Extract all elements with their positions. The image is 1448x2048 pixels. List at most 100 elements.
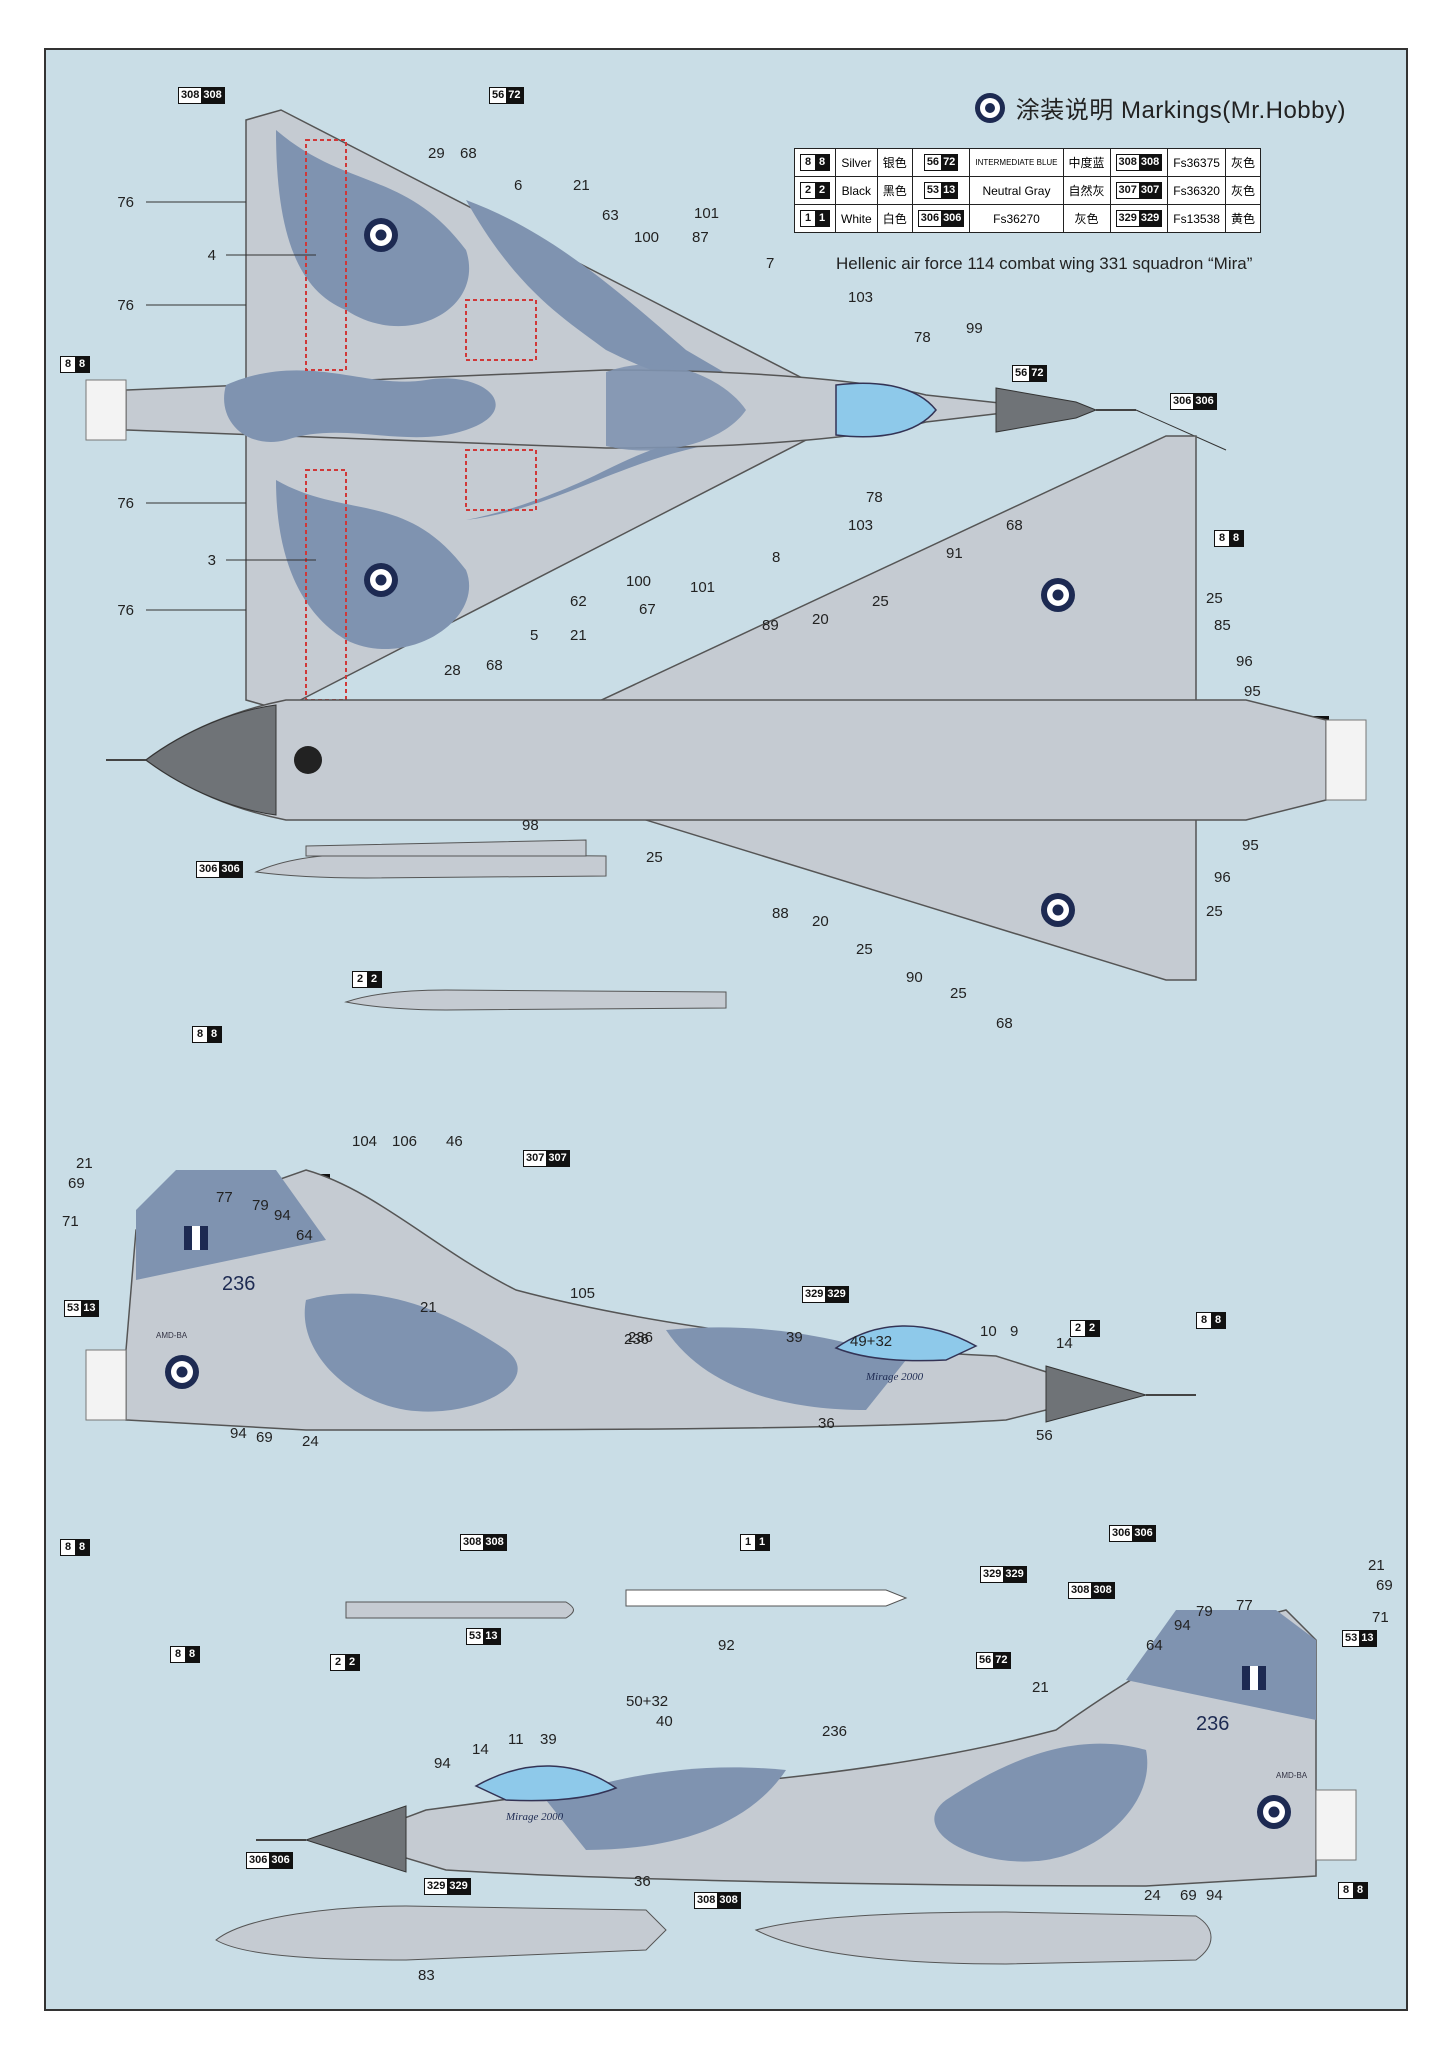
callout-label: 94 (274, 1207, 291, 1224)
callout-label: 77 (1236, 1597, 1253, 1614)
top-view: 76 76 76 76 4 3 29 68 6 21 63 101 100 87… (85, 109, 1227, 711)
header: 涂装说明 Markings(Mr.Hobby) (974, 90, 1346, 125)
callout-label: 25 (872, 593, 889, 610)
fin-code: AMD-BA (1276, 1771, 1308, 1780)
callout-label: 78 (866, 489, 883, 506)
callout-label: 36 (818, 1415, 835, 1432)
callout-label: 96 (1236, 653, 1253, 670)
callout-label: 95 (1242, 837, 1259, 854)
callout-label: 21 (76, 1155, 93, 1172)
callout-label: 104 (352, 1133, 377, 1150)
callout-label: 4 (208, 247, 216, 264)
callout-label: 5 (530, 627, 538, 644)
callout-label: 103 (848, 289, 873, 306)
callout-label: 88 (772, 905, 789, 922)
callout-label: 10 (980, 1323, 997, 1340)
legend-name: Fs36270 (969, 204, 1064, 233)
callout-label: 21 (1032, 1679, 1049, 1696)
callout-label: 68 (1006, 517, 1023, 534)
callout-label: 39 (786, 1329, 803, 1346)
callout-label: 40 (656, 1713, 673, 1730)
legend-cn: 自然灰 (1062, 176, 1111, 205)
callout-label: 94 (434, 1755, 451, 1772)
callout-label: 56 (1036, 1427, 1053, 1444)
callout-label: 20 (812, 913, 829, 930)
callout-label: 87 (692, 229, 709, 246)
callout-label: 236 (822, 1723, 847, 1740)
legend-cn: 灰色 (1062, 204, 1111, 233)
callout-label: 99 (966, 320, 983, 337)
callout-label: 64 (1146, 1637, 1163, 1654)
callout-label: 21 (1368, 1557, 1385, 1574)
legend-cn: 银色 (876, 148, 913, 177)
callout-label: 101 (690, 579, 715, 596)
callout-label: 50+32 (626, 1693, 668, 1710)
callout-label: 8 (772, 549, 780, 566)
legend-cn: 黑色 (876, 176, 913, 205)
callout-label: 25 (950, 985, 967, 1002)
callout-label: 64 (296, 1227, 313, 1244)
legend-name: Fs36375 (1167, 148, 1226, 177)
legend-name: Black (835, 176, 878, 205)
callout-label: 9 (1010, 1323, 1018, 1340)
port-side-profile: 236 Mirage 2000 AMD-BA 21 69 77 79 94 64… (62, 1155, 1196, 1450)
callout-label: 100 (626, 573, 651, 590)
callout-label: 69 (1376, 1577, 1393, 1594)
callout-label: 63 (602, 207, 619, 224)
callout-label: 76 (117, 194, 134, 211)
callout-label: 21 (570, 627, 587, 644)
aircraft-drawings: 76 76 76 76 4 3 29 68 6 21 63 101 100 87… (62, 109, 1393, 1984)
callout-label: 94 (1174, 1617, 1191, 1634)
callout-label: 71 (1372, 1609, 1389, 1626)
callout-label: 6 (514, 177, 522, 194)
starboard-side-profile: 236 Mirage 2000 AMD-BA 21 69 77 79 94 64… (256, 1557, 1393, 1904)
callout-label: 11 (508, 1731, 524, 1748)
callout-label: 236 (624, 1331, 649, 1348)
roundel-icon (974, 92, 1005, 123)
callout-label: 36 (634, 1873, 651, 1890)
callout-label: 68 (996, 1015, 1013, 1032)
callout-label: 46 (446, 1133, 463, 1150)
callout-label: 78 (914, 329, 931, 346)
callout-label: 106 (392, 1133, 417, 1150)
callout-label: 94 (230, 1425, 247, 1442)
callout-label: 68 (486, 657, 503, 674)
callout-label: 95 (1244, 683, 1261, 700)
callout-label: 3 (208, 552, 216, 569)
callout-label: 67 (639, 601, 656, 618)
callout-label: 68 (460, 145, 477, 162)
callout-label: 92 (718, 1637, 735, 1654)
callout-label: 79 (252, 1197, 269, 1214)
callout-label: 69 (1180, 1887, 1197, 1904)
callout-label: 14 (472, 1741, 489, 1758)
callout-label: 89 (762, 617, 779, 634)
callout-label: 24 (1144, 1887, 1161, 1904)
callout-label: 98 (522, 817, 539, 834)
callout-label: 25 (1206, 590, 1223, 607)
callout-label: 76 (117, 602, 134, 619)
